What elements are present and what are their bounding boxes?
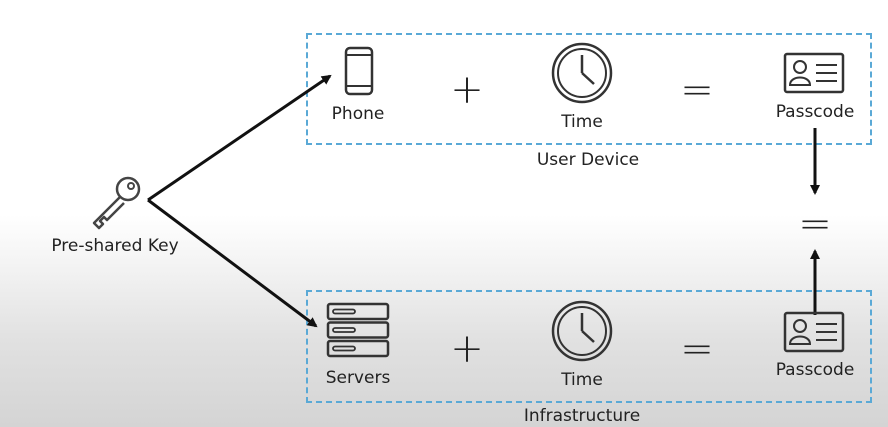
time-label: Time — [561, 112, 603, 132]
user-device-group-label: User Device — [536, 150, 640, 170]
plus-operator: + — [450, 67, 484, 113]
servers-label: Servers — [325, 368, 391, 388]
phone-label: Phone — [331, 104, 385, 124]
equals-operator: = — [680, 67, 714, 113]
equals-operator: = — [680, 326, 714, 372]
arrow-key-to-servers — [147, 198, 318, 328]
time-label: Time — [561, 370, 603, 390]
key-icon — [92, 176, 141, 230]
user-device-group — [306, 33, 872, 145]
passcode-label: Passcode — [775, 360, 855, 380]
compare-equals-operator: = — [798, 201, 832, 247]
phone-icon — [344, 46, 374, 96]
arrow-key-to-phone — [147, 74, 332, 202]
pre-shared-key-label: Pre-shared Key — [51, 236, 179, 256]
plus-operator: + — [450, 326, 484, 372]
passcode-card-icon — [783, 52, 845, 94]
passcode-label: Passcode — [775, 102, 855, 122]
clock-icon — [551, 300, 613, 362]
passcode-card-icon — [783, 311, 845, 353]
clock-icon — [551, 42, 613, 104]
infrastructure-group-label: Infrastructure — [523, 406, 641, 426]
servers-icon — [326, 302, 390, 358]
infrastructure-group — [306, 290, 872, 403]
